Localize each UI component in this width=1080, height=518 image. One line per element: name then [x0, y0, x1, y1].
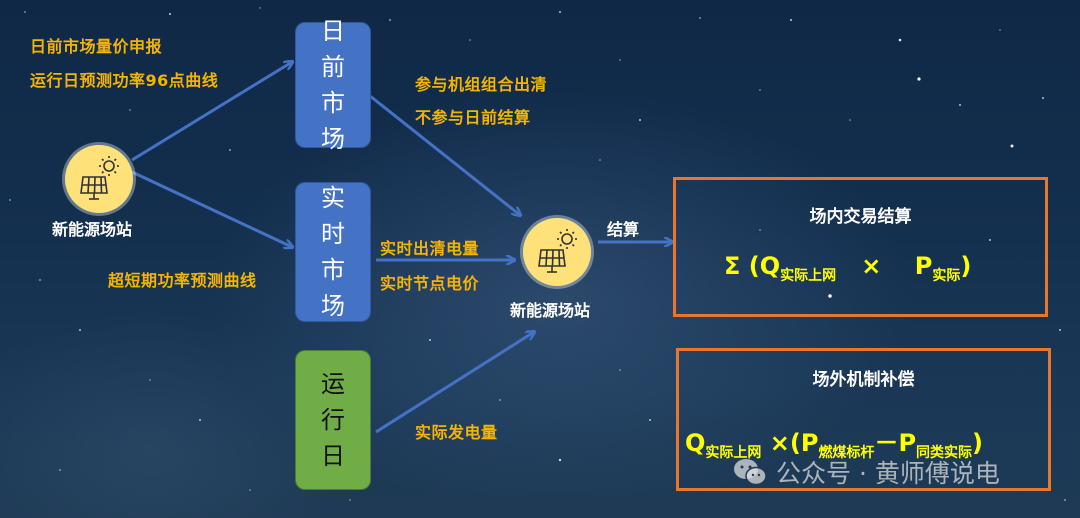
market-char: 市 [321, 89, 345, 117]
arrow-station-to-day-ahead [131, 62, 292, 162]
paren-close: ) [960, 252, 972, 280]
left-station-label: 新能源场站 [52, 220, 133, 239]
market-char: 场 [321, 125, 345, 153]
no-day-ahead-settlement-label: 不参与日前结算 [415, 108, 531, 127]
actual-generation-label: 实际发电量 [415, 423, 498, 442]
market-char: 时 [321, 220, 345, 248]
watermark: 公众号 · 黄师傅说电 [732, 454, 1000, 490]
inside-settlement-formula: Σ (Q实际上网 × P实际) [724, 252, 971, 285]
market-char: 日 [321, 17, 345, 45]
outside-compensation-title: 场外机制补偿 [812, 370, 915, 390]
market-char: 前 [321, 53, 345, 81]
unit-commitment-label: 参与机组组合出清 [415, 75, 548, 94]
times-symbol: × [861, 252, 882, 280]
forecast-96-point-label: 运行日预测功率96点曲线 [30, 71, 219, 90]
left-station-node [65, 145, 133, 213]
center-station-label: 新能源场站 [510, 301, 591, 320]
market-char: 日 [321, 442, 345, 470]
paren-open: ( [748, 252, 760, 280]
market-char: 场 [321, 292, 345, 320]
arrow-operating-day-to-station [375, 332, 534, 434]
p-symbol: P [800, 429, 819, 457]
q-symbol: Q [685, 429, 706, 457]
operating-day-box: 运 行 日 [295, 350, 371, 490]
paren-open: ( [789, 429, 801, 457]
p-symbol: P [898, 429, 917, 457]
q-symbol: Q [759, 252, 781, 280]
market-char: 行 [321, 406, 345, 434]
wechat-icon [734, 459, 767, 486]
rt-cleared-energy-label: 实时出清电量 [380, 239, 480, 258]
watermark-text: 公众号 · 黄师傅说电 [776, 459, 1000, 488]
solar-panel-sun-icon [538, 229, 577, 273]
inside-settlement-box: 场内交易结算 Σ (Q实际上网 × P实际) [673, 177, 1048, 317]
sigma-symbol: Σ [724, 252, 741, 280]
times-symbol: × [769, 429, 790, 457]
paren-close: ) [972, 429, 983, 457]
rt-nodal-price-label: 实时节点电价 [380, 274, 480, 293]
outside-compensation-formula: Q实际上网 ×(P燃煤标杆－P同类实际) [685, 423, 983, 462]
q-subscript: 实际上网 [780, 268, 837, 284]
day-ahead-market-box: 日 前 市 场 [295, 17, 371, 153]
settlement-label: 结算 [607, 220, 640, 239]
p1-subscript: 燃煤标杆 [818, 445, 875, 461]
real-time-market-box: 实 时 市 场 [295, 182, 371, 322]
arrow-station-to-real-time [131, 170, 292, 247]
market-char: 实 [321, 184, 345, 212]
ultra-short-forecast-label: 超短期功率预测曲线 [108, 271, 257, 290]
solar-panel-sun-icon [80, 156, 119, 200]
center-station-node [523, 218, 591, 286]
inside-settlement-title: 场内交易结算 [809, 207, 912, 227]
p2-subscript: 同类实际 [916, 445, 973, 461]
p-symbol: P [914, 252, 933, 280]
day-ahead-bid-label: 日前市场量价申报 [30, 37, 163, 56]
market-char: 运 [321, 370, 345, 398]
outside-compensation-box: 场外机制补偿 Q实际上网 ×(P燃煤标杆－P同类实际) [676, 348, 1051, 491]
market-char: 市 [321, 256, 345, 284]
q-subscript: 实际上网 [705, 445, 762, 461]
minus-symbol: － [874, 429, 899, 457]
arrow-day-ahead-to-station [369, 94, 520, 215]
p-subscript: 实际 [932, 268, 961, 284]
